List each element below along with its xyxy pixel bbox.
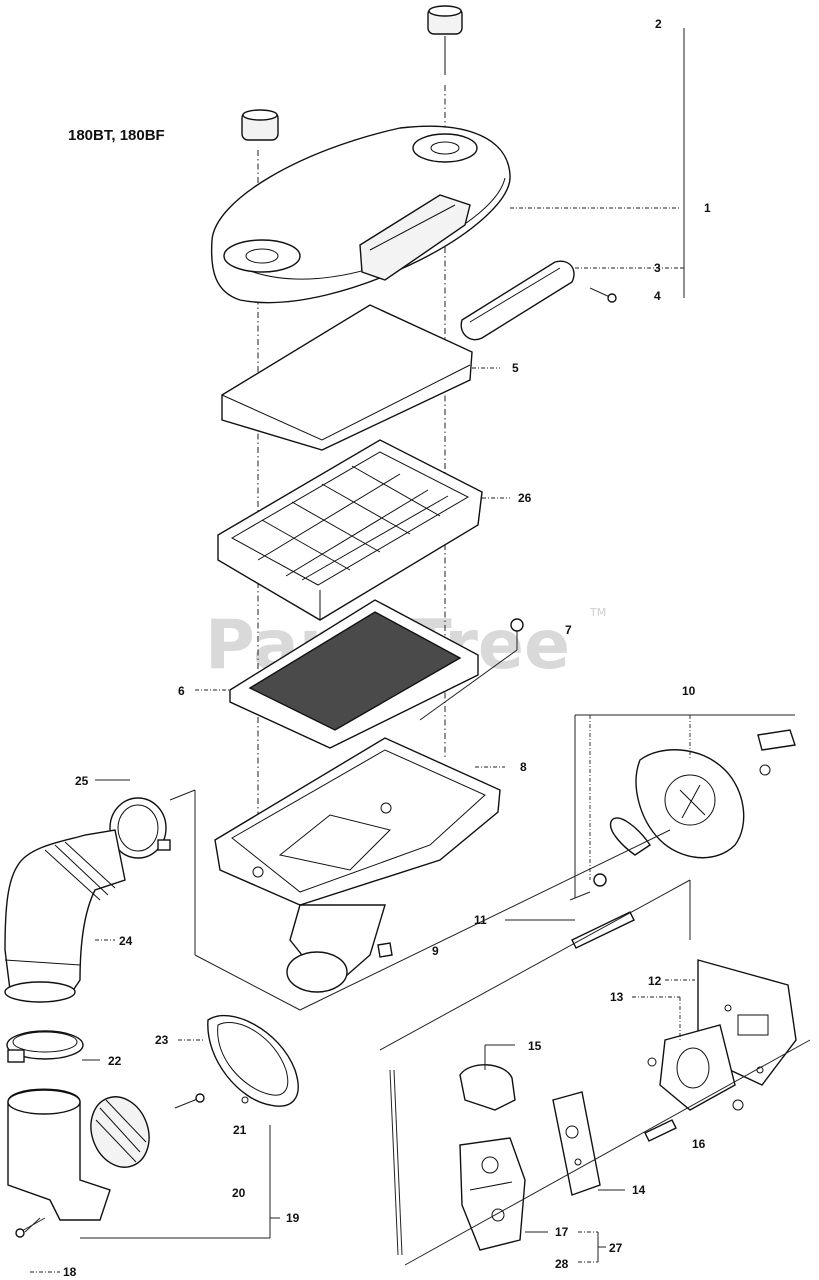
pre-filter-pad-part-5[interactable] — [221, 304, 473, 451]
callout-labels: 2 1 3 4 5 26 7 6 10 8 25 11 24 9 12 13 2… — [63, 17, 711, 1279]
watermark-trademark: TM — [589, 606, 606, 619]
bolt-part-11[interactable] — [571, 911, 635, 949]
leader-lines — [30, 28, 811, 1273]
pleated-filter-part-6[interactable] — [229, 599, 479, 749]
screw-part-7[interactable] — [510, 618, 524, 650]
cap-part-15[interactable] — [459, 1064, 516, 1111]
callout-3: 3 — [654, 261, 661, 275]
callout-28: 28 — [555, 1257, 569, 1271]
callout-22: 22 — [108, 1054, 122, 1068]
callout-26: 26 — [518, 491, 532, 505]
callout-5: 5 — [512, 361, 519, 375]
rod-part-28[interactable] — [389, 1069, 403, 1256]
carb-cover-part-10[interactable] — [569, 729, 796, 901]
gasket-part-23[interactable] — [207, 1015, 299, 1107]
air-filter-cover-part-1[interactable] — [210, 125, 511, 304]
intake-block-part-13[interactable] — [647, 1024, 744, 1111]
callout-27: 27 — [609, 1241, 623, 1255]
screw-part-16[interactable] — [644, 1119, 677, 1142]
gasket-plate-part-14[interactable] — [552, 1091, 601, 1196]
callout-21: 21 — [233, 1123, 247, 1137]
nut-part-9[interactable] — [377, 942, 393, 958]
callout-23: 23 — [155, 1033, 169, 1047]
adapter-part-20[interactable] — [7, 1088, 111, 1233]
callout-16: 16 — [692, 1137, 706, 1151]
callout-19: 19 — [286, 1211, 300, 1225]
model-heading: 180BT, 180BF — [68, 127, 165, 144]
callout-15: 15 — [528, 1039, 542, 1053]
knob-left[interactable] — [241, 109, 279, 141]
callout-11: 11 — [474, 913, 487, 927]
knob-part-2[interactable] — [427, 5, 463, 75]
callout-9: 9 — [432, 944, 439, 958]
screw-adapter[interactable] — [174, 1093, 205, 1109]
callout-7: 7 — [565, 623, 572, 637]
callout-6: 6 — [178, 684, 185, 698]
screen-part-21[interactable] — [81, 1089, 158, 1176]
intake-grille-part-3[interactable] — [460, 260, 575, 341]
callout-25: 25 — [75, 774, 89, 788]
band-clamp-part-22[interactable] — [6, 1030, 84, 1063]
callout-4: 4 — [654, 289, 661, 303]
callout-18: 18 — [63, 1265, 77, 1279]
callout-1: 1 — [704, 201, 711, 215]
carburetor-part-17[interactable] — [459, 1137, 526, 1251]
callout-12: 12 — [648, 974, 662, 988]
clamp-part-25[interactable] — [109, 797, 171, 859]
filter-housing-part-8[interactable] — [214, 737, 501, 993]
callout-2: 2 — [655, 17, 662, 31]
screw-part-18[interactable] — [15, 1217, 46, 1238]
callout-20: 20 — [232, 1186, 246, 1200]
callout-13: 13 — [610, 990, 624, 1004]
callout-10: 10 — [682, 684, 696, 698]
callout-14: 14 — [632, 1183, 646, 1197]
filter-frame-part-26[interactable] — [217, 439, 483, 621]
callout-17: 17 — [555, 1225, 569, 1239]
elbow-hose-part-24[interactable] — [4, 829, 126, 1003]
callout-8: 8 — [520, 760, 527, 774]
callout-24: 24 — [119, 934, 133, 948]
screw-part-4[interactable] — [589, 287, 617, 303]
